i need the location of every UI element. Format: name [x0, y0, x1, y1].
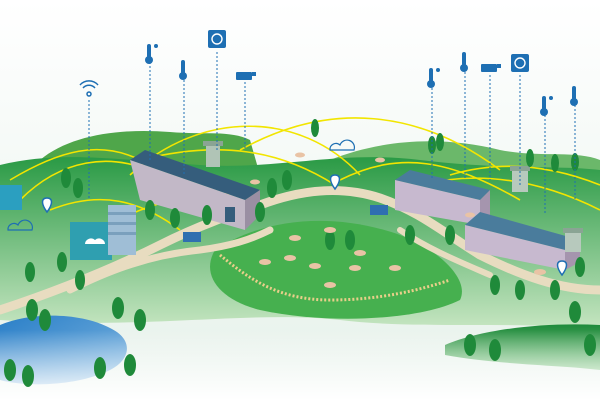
location-pins [41, 174, 568, 277]
camera-icon [236, 72, 256, 80]
sensor-poles [88, 52, 576, 215]
road-main [0, 186, 600, 315]
gauge-icon [511, 54, 529, 72]
pigs [250, 152, 546, 288]
bottom-fade [0, 330, 600, 400]
thermometer-drop-icon [540, 96, 553, 116]
thermometer-drop-icon [427, 68, 440, 88]
central-pasture [210, 220, 462, 319]
thermometer-icon [570, 86, 578, 106]
trees [4, 119, 596, 387]
left-buildings [0, 185, 136, 260]
thermometer-drop-icon [145, 44, 158, 64]
camera-icon [481, 64, 501, 72]
road-branch-left [66, 226, 274, 294]
location-pin-icon [329, 174, 341, 191]
gauge-icon [208, 30, 226, 48]
thermometer-icon [179, 60, 187, 80]
tractor-right [370, 205, 388, 215]
wifi-icon [79, 80, 99, 97]
pasture-fence [219, 253, 451, 302]
thermometer-icon [460, 52, 468, 72]
cloud-icon [85, 238, 105, 244]
cloud-icon [7, 219, 34, 231]
barn-main [130, 141, 260, 230]
tractor-left [183, 232, 201, 242]
location-pin-icon [556, 260, 568, 277]
location-pin-icon [41, 197, 53, 214]
barn-right-1 [395, 170, 490, 225]
cloud-icon [329, 139, 356, 151]
